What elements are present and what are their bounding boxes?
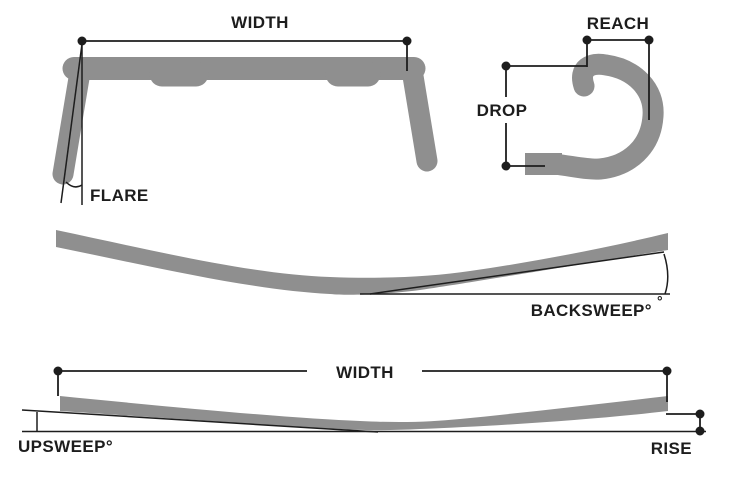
width-bottom-dot-right xyxy=(662,366,672,376)
figure-flatbar-top xyxy=(56,230,670,295)
backsweep-degree-symbol: ° xyxy=(657,293,663,309)
flare-angle-arc xyxy=(65,181,83,188)
flare-slant-line xyxy=(60,43,83,204)
figure-dropbar-front xyxy=(52,36,438,205)
rise-label: RISE xyxy=(650,439,692,458)
backsweep-label: BACKSWEEP° xyxy=(530,301,652,320)
rise-dot-bottom xyxy=(695,426,705,436)
width-bottom-dot-left xyxy=(53,366,63,376)
width-dot-right xyxy=(402,36,412,46)
drop-dot-top xyxy=(501,61,511,71)
upsweep-label: UPSWEEP° xyxy=(18,437,114,456)
reach-label: REACH xyxy=(586,14,650,33)
dropbar-front-right-drop xyxy=(401,59,438,172)
backsweep-angle-arc xyxy=(663,253,669,295)
drop-dot-bottom xyxy=(501,161,511,171)
flatbar-top-shape xyxy=(56,230,668,295)
flare-label: FLARE xyxy=(90,186,149,205)
reach-dot-right xyxy=(644,35,654,45)
dropbar-side-hook xyxy=(543,53,664,180)
width-top-label: WIDTH xyxy=(231,13,289,32)
backsweep-slant-line xyxy=(369,251,665,295)
rise-dot-top xyxy=(695,409,705,419)
drop-label: DROP xyxy=(476,101,528,120)
width-bottom-label: WIDTH xyxy=(336,363,394,382)
reach-dot-left xyxy=(582,35,592,45)
flatbar-front-shape xyxy=(60,396,668,431)
upsweep-slant-line xyxy=(21,409,379,433)
figure-flatbar-front xyxy=(21,366,706,436)
figure-dropbar-side xyxy=(501,35,664,180)
